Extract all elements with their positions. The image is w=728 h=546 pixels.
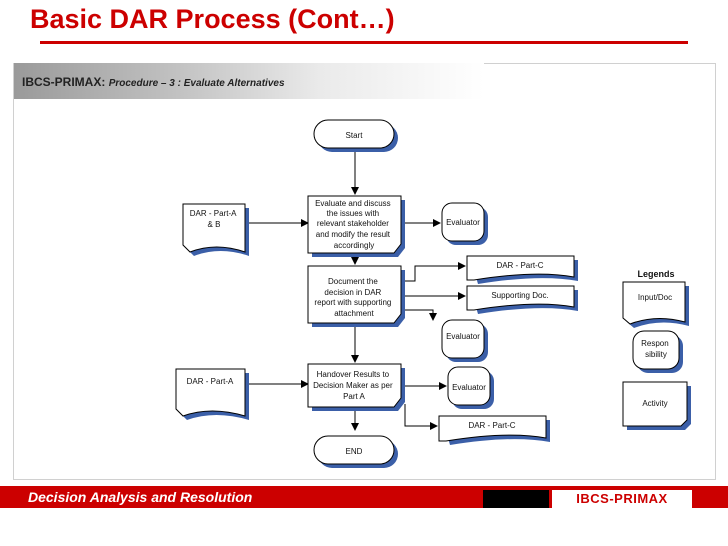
legend-responsibility-label: Respon sibility: [641, 339, 671, 359]
brand-label: IBCS-PRIMAX:: [22, 75, 106, 89]
handover-text: Handover Results to Decision Maker as pe…: [313, 370, 395, 401]
dar-part-ab-label: DAR - Part-A & B: [190, 209, 238, 229]
start-label: Start: [346, 131, 364, 140]
start-terminal: Start: [313, 119, 398, 152]
page-title: Basic DAR Process (Cont…): [30, 4, 395, 34]
dar-part-a-label: DAR - Part-A: [187, 377, 234, 386]
header-band: [14, 63, 484, 99]
dar-part-a-document: DAR - Part-A: [175, 368, 249, 420]
handover-activity: Handover Results to Decision Maker as pe…: [307, 363, 405, 411]
evaluate-activity: Evaluate and discuss the issues with rel…: [307, 195, 405, 257]
document-activity: Document the decision in DAR report with…: [307, 265, 405, 327]
footer-title: Decision Analysis and Resolution: [28, 489, 253, 505]
evaluator-label-2: Evaluator: [446, 332, 480, 341]
evaluator-responsibility-2: Evaluator: [441, 319, 488, 362]
footer-logo: IBCS-PRIMAX: [552, 490, 692, 508]
evaluator-responsibility-1: Evaluator: [441, 202, 488, 245]
legend-activity: Activity: [622, 381, 691, 430]
legend-input-doc-label: Input/Doc: [638, 293, 672, 302]
dar-part-c-top-label: DAR - Part-C: [496, 261, 543, 270]
legend-input-doc: Input/Doc: [622, 281, 689, 328]
legend-title: Legends: [637, 269, 674, 279]
end-label: END: [346, 447, 363, 456]
procedure-label: Procedure – 3 : Evaluate Alternatives: [108, 78, 285, 89]
header-band-text: IBCS-PRIMAX: Procedure – 3 : Evaluate Al…: [22, 75, 285, 89]
dar-part-ab-document: DAR - Part-A & B: [182, 203, 249, 256]
dar-part-c-bottom-label: DAR - Part-C: [468, 421, 515, 430]
supporting-doc-label: Supporting Doc.: [491, 291, 548, 300]
end-terminal: END: [313, 435, 398, 468]
connectors: [244, 148, 466, 431]
evaluator-label-3: Evaluator: [452, 383, 486, 392]
evaluator-responsibility-3: Evaluator: [447, 366, 494, 409]
evaluator-label-1: Evaluator: [446, 218, 480, 227]
dar-part-c-bottom-document: DAR - Part-C: [438, 415, 550, 445]
title-underline: [40, 41, 688, 44]
dar-part-c-top-document: DAR - Part-C: [466, 255, 578, 284]
evaluate-text: Evaluate and discuss the issues with rel…: [315, 199, 393, 250]
document-text: Document the decision in DAR report with…: [314, 277, 393, 318]
supporting-doc-document: Supporting Doc.: [466, 285, 578, 314]
legend-activity-label: Activity: [642, 399, 667, 408]
footer-black-block: [483, 490, 549, 508]
legend-responsibility: Respon sibility: [632, 330, 683, 373]
